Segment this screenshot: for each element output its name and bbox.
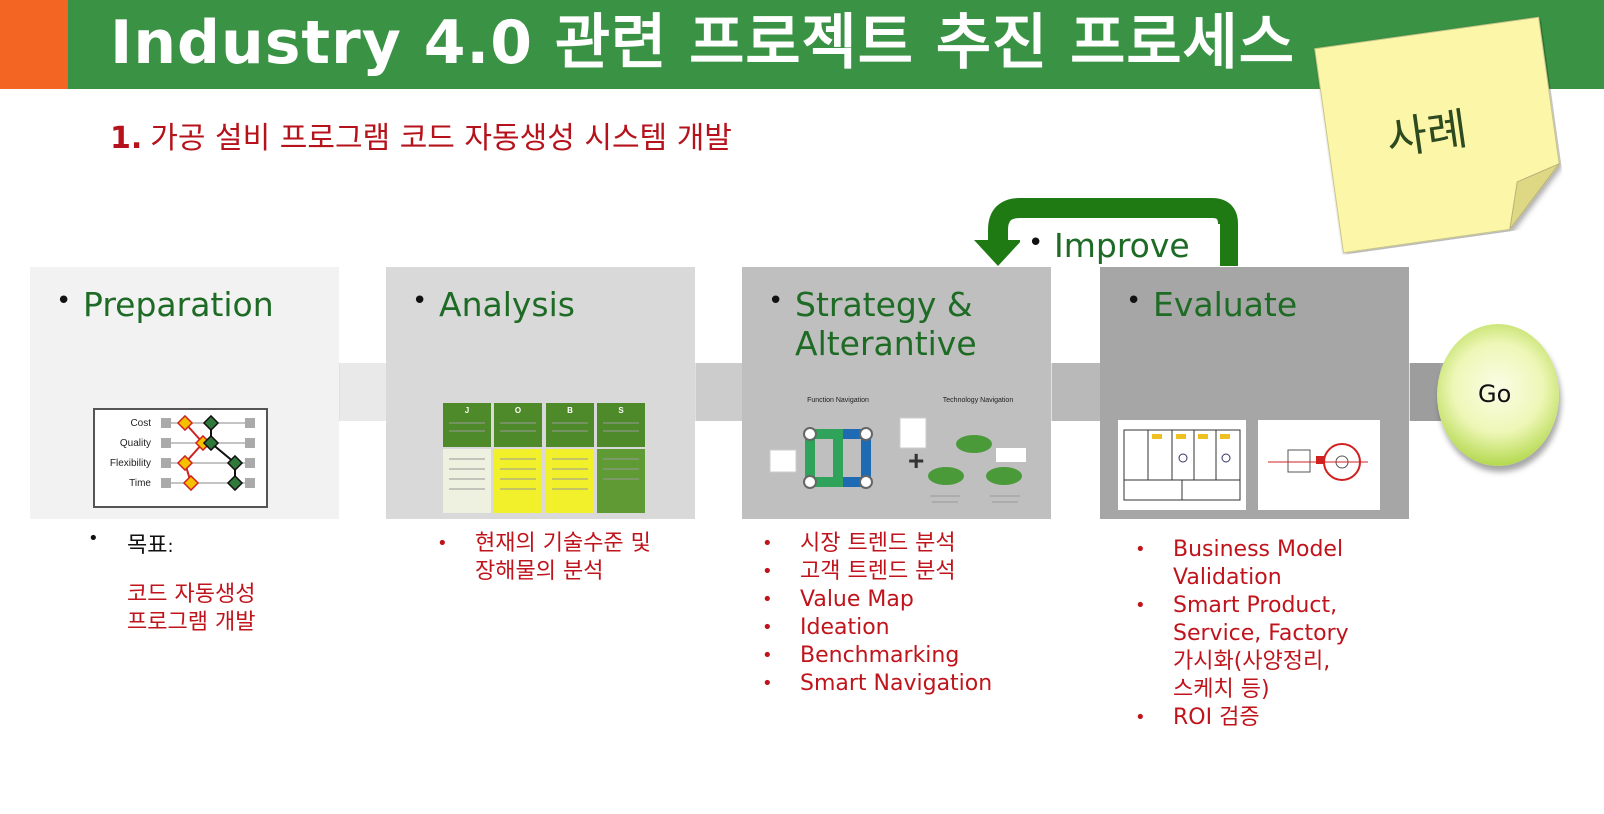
list-item: •고객 트렌드 분석 bbox=[762, 559, 956, 584]
jobs-column-j: J bbox=[465, 406, 469, 415]
technology-navigation-label: Technology Navigation bbox=[943, 397, 1014, 404]
figure-label-time: Time bbox=[129, 478, 151, 489]
goal-text-line: 코드 자동생성 bbox=[127, 582, 256, 607]
stage-title-strategy-line2: Alterantive bbox=[795, 324, 977, 363]
goal-label-row: 목표: bbox=[127, 527, 174, 559]
figure-label-cost: Cost bbox=[130, 418, 151, 429]
bullet-dot: • bbox=[56, 286, 72, 316]
value-proposition-figure bbox=[1258, 420, 1380, 510]
sticky-note bbox=[1314, 16, 1561, 254]
goal-text: 코드 자동생성 프로그램 개발 bbox=[127, 581, 255, 637]
evaluate-bullet-list: • Business Model Validation • Smart Prod… bbox=[1135, 536, 1349, 732]
analysis-figure: J O B S bbox=[443, 403, 645, 513]
go-label: Go bbox=[1478, 380, 1512, 408]
section-subtitle-text: 가공 설비 프로그램 코드 자동생성 시스템 개발 bbox=[150, 121, 732, 156]
list-item: •시장 트렌드 분석 bbox=[762, 531, 956, 556]
preparation-figure: Cost Quality Flexibility Time bbox=[93, 408, 268, 508]
header-accent-block bbox=[0, 0, 68, 89]
figure-label-flexibility: Flexibility bbox=[110, 458, 151, 469]
bullet-dot: • bbox=[1028, 228, 1044, 258]
section-number: 1. bbox=[110, 121, 143, 156]
strategy-bullet-list: •시장 트렌드 분석 •고객 트렌드 분석 •Value Map •Ideati… bbox=[762, 530, 992, 698]
page-title: Industry 4.0 관련 프로젝트 추진 프로세스 bbox=[110, 8, 1295, 78]
bullet-dot: • bbox=[412, 286, 428, 316]
bullet-dot: • bbox=[88, 528, 99, 549]
business-model-canvas-figure bbox=[1118, 420, 1246, 510]
goal-colon: : bbox=[167, 536, 174, 557]
go-button[interactable] bbox=[1437, 324, 1559, 466]
goal-text-line: 프로그램 개발 bbox=[127, 610, 256, 635]
jobs-column-o: O bbox=[515, 406, 521, 415]
bullet-dot: • bbox=[1126, 286, 1142, 316]
stage-title-preparation: Preparation bbox=[83, 285, 274, 324]
improve-loop-arrow bbox=[974, 198, 1238, 266]
list-item: •Value Map bbox=[762, 587, 914, 612]
list-item: • Business Model Validation bbox=[1135, 537, 1344, 590]
figure-label-quality: Quality bbox=[120, 438, 151, 449]
jobs-column-s: S bbox=[618, 406, 624, 415]
list-item: • Smart Product, Service, Factory 가시화(사양… bbox=[1135, 593, 1349, 702]
stage-title-strategy: Strategy & bbox=[795, 285, 973, 324]
list-item: •Ideation bbox=[762, 615, 890, 640]
svg-text:+: + bbox=[908, 445, 924, 476]
stage-title-evaluate: Evaluate bbox=[1153, 285, 1298, 324]
stage-title-analysis: Analysis bbox=[439, 285, 575, 324]
bullet-dot: • bbox=[768, 286, 784, 316]
jobs-column-b: B bbox=[567, 406, 573, 415]
list-item: • 현재의 기술수준 및 장해물의 분석 bbox=[437, 531, 651, 584]
list-item: •Benchmarking bbox=[762, 643, 960, 668]
improve-label: Improve bbox=[1054, 226, 1190, 265]
section-subtitle: 1.가공 설비 프로그램 코드 자동생성 시스템 개발 bbox=[110, 113, 732, 157]
strategy-figure: Function Navigation Technology Navigatio… bbox=[769, 397, 1026, 503]
analysis-bullet-list: • 현재의 기술수준 및 장해물의 분석 bbox=[437, 530, 651, 586]
function-navigation-label: Function Navigation bbox=[807, 397, 869, 404]
goal-label: 목표 bbox=[127, 533, 168, 558]
list-item: •Smart Navigation bbox=[762, 671, 993, 696]
list-item: • ROI 검증 bbox=[1135, 705, 1260, 730]
